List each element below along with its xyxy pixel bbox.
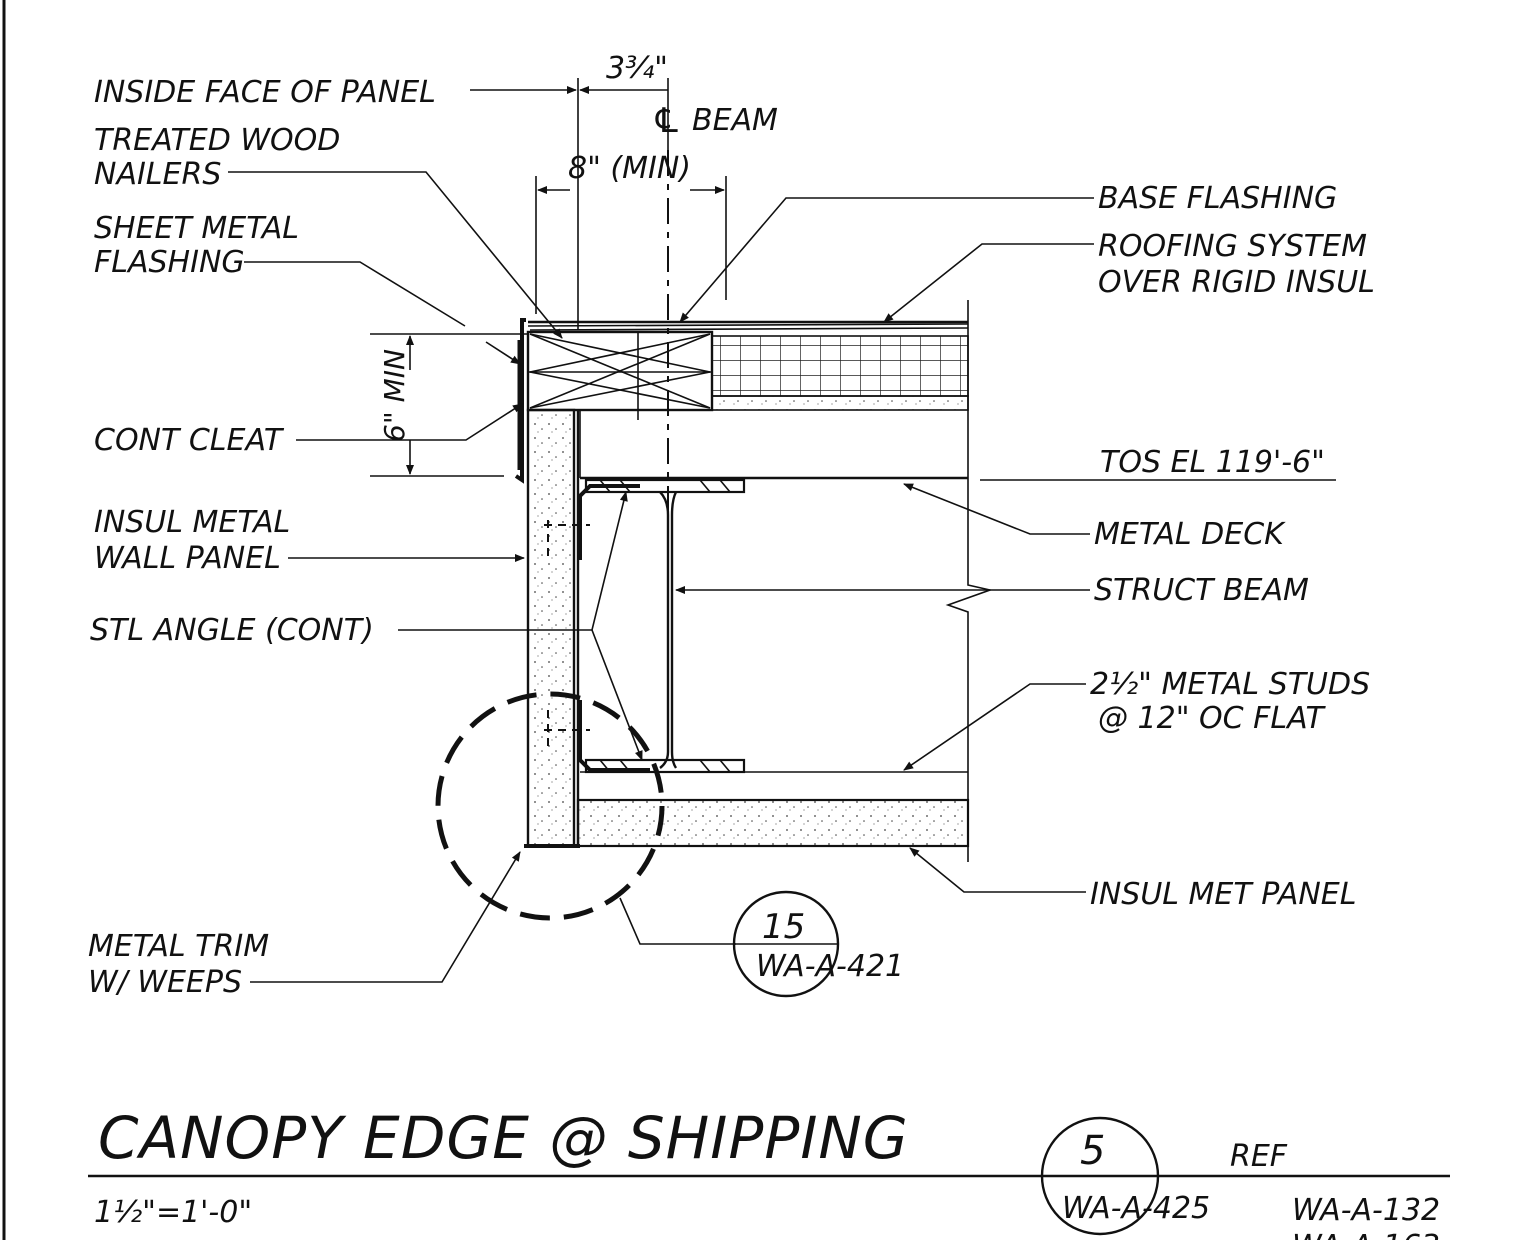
steel-beam bbox=[584, 478, 746, 774]
label-studs-2: @ 12" OC FLAT bbox=[1098, 701, 1326, 736]
title-ref-sheet-1: WA-A-132 bbox=[1292, 1193, 1440, 1228]
dim-six-min-text: 6" MIN bbox=[378, 349, 411, 442]
label-insul-wall-1: INSUL METAL bbox=[94, 505, 290, 540]
dim-three-three-quarter-text: 3¾" bbox=[606, 51, 668, 86]
soffit-panel bbox=[576, 771, 970, 848]
enlarged-detail-circle bbox=[435, 691, 665, 921]
label-metal-trim-2: W/ WEEPS bbox=[88, 965, 242, 1000]
leader-studs bbox=[903, 683, 1086, 771]
label-beam: BEAM bbox=[692, 103, 778, 138]
leader-metal-trim bbox=[250, 851, 521, 983]
leader-treated-wood bbox=[228, 171, 563, 339]
label-insul-wall-2: WALL PANEL bbox=[94, 541, 281, 576]
label-treated-wood-2: NAILERS bbox=[94, 157, 221, 192]
label-insul-met-panel: INSUL MET PANEL bbox=[1090, 877, 1356, 912]
title-ref-sheet-2: WA-A-163 bbox=[1292, 1229, 1440, 1240]
label-sheet-metal-2: FLASHING bbox=[94, 245, 245, 280]
leader-sheet-metal bbox=[244, 261, 466, 327]
label-studs-1: 2½" METAL STUDS bbox=[1090, 667, 1370, 702]
label-struct-beam: STRUCT BEAM bbox=[1094, 573, 1309, 608]
break-line bbox=[945, 300, 993, 862]
dim-six-min bbox=[370, 333, 528, 477]
steel-angles bbox=[544, 484, 650, 772]
label-roofing-1: ROOFING SYSTEM bbox=[1098, 229, 1367, 264]
label-metal-deck: METAL DECK bbox=[1094, 517, 1286, 552]
leader-base-flashing bbox=[679, 197, 1094, 323]
leader-roofing bbox=[883, 243, 1094, 323]
title-detail-sheet: WA-A-425 bbox=[1062, 1191, 1210, 1226]
label-beam-centerline: ℄ BEAM bbox=[655, 101, 778, 141]
wall-panel bbox=[524, 408, 580, 848]
detail-callout-bubble[interactable]: 15 WA-A-421 bbox=[619, 890, 904, 998]
title-block: CANOPY EDGE @ SHIPPING 1½"=1'-0" 5 WA-A-… bbox=[88, 1104, 1450, 1240]
label-base-flashing: BASE FLASHING bbox=[1098, 181, 1337, 216]
leader-metal-deck bbox=[903, 483, 1090, 535]
edge-flashing bbox=[514, 318, 526, 484]
drawing-scale: 1½"=1'-0" bbox=[94, 1195, 252, 1230]
callout-detail-sheet: WA-A-421 bbox=[756, 949, 904, 984]
label-stl-angle: STL ANGLE (CONT) bbox=[90, 613, 374, 648]
leader-stl-angle bbox=[398, 491, 628, 631]
svg-text:TOS EL 119'-6": TOS EL 119'-6" bbox=[1100, 445, 1325, 480]
dim-eight-min-text: 8" (MIN) bbox=[568, 151, 691, 186]
label-cont-cleat: CONT CLEAT bbox=[94, 423, 285, 458]
label-treated-wood-1: TREATED WOOD bbox=[94, 123, 340, 158]
label-sheet-metal-1: SHEET METAL bbox=[94, 211, 299, 246]
label-tos-el: TOS EL 119'-6" bbox=[980, 445, 1336, 481]
wood-nailers bbox=[526, 330, 714, 412]
svg-text:℄: ℄ bbox=[655, 101, 678, 141]
drawing-title: CANOPY EDGE @ SHIPPING bbox=[98, 1104, 909, 1172]
title-ref-label: REF bbox=[1230, 1139, 1288, 1174]
dim-three-three-quarter bbox=[470, 78, 669, 330]
callout-detail-number: 15 bbox=[762, 907, 805, 947]
title-detail-bubble[interactable]: 5 WA-A-425 bbox=[1040, 1116, 1210, 1236]
leader-cont-cleat bbox=[296, 403, 523, 441]
leader-insul-met-panel bbox=[909, 847, 1086, 893]
title-detail-number: 5 bbox=[1080, 1128, 1105, 1174]
label-metal-trim-1: METAL TRIM bbox=[88, 929, 269, 964]
label-roofing-2: OVER RIGID INSUL bbox=[1098, 265, 1375, 300]
label-inside-face-of-panel: INSIDE FACE OF PANEL bbox=[94, 75, 436, 110]
rigid-insulation bbox=[711, 335, 969, 411]
roof-membrane bbox=[527, 320, 969, 331]
dim-eight-min bbox=[535, 176, 727, 314]
